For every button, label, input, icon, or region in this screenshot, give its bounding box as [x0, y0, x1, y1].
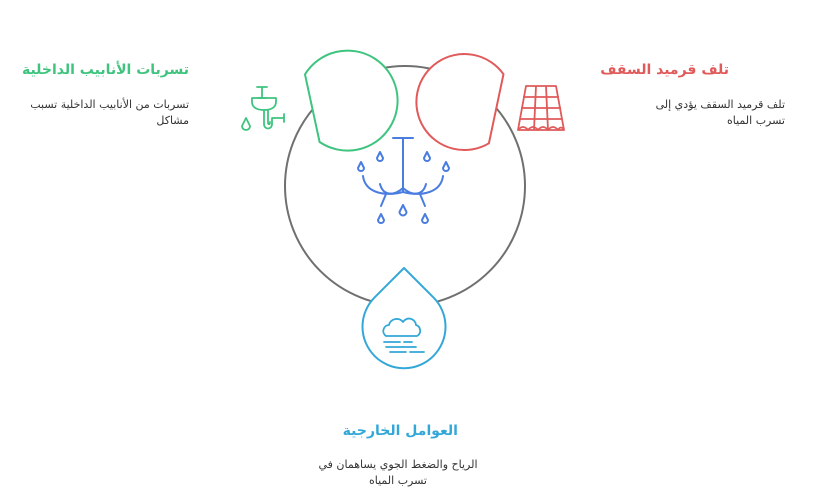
- roof-tiles-icon: [517, 85, 565, 131]
- external-description: الرياح والضغط الجوي يساهمان في تسرب المي…: [318, 458, 478, 487]
- roof-description: تلف قرميد السقف يؤدي إلى تسرب المياه: [655, 98, 785, 127]
- pipes-drop-shape: [304, 49, 399, 152]
- roof-drop-shape: [415, 53, 505, 151]
- pipes-description: تسربات من الأنابيب الداخلية تسبب مشاكل: [30, 98, 189, 127]
- pipes-title: تسربات الأنابيب الداخلية: [21, 62, 189, 78]
- cloud-wind-icon: [382, 317, 425, 353]
- external-title: العوامل الخارجية: [342, 423, 458, 439]
- roof-title: تلف قرميد السقف: [600, 62, 729, 78]
- sink-pipe-icon: [241, 86, 285, 131]
- external-drop-shape: [361, 267, 447, 370]
- chandelier-icon: [357, 137, 450, 224]
